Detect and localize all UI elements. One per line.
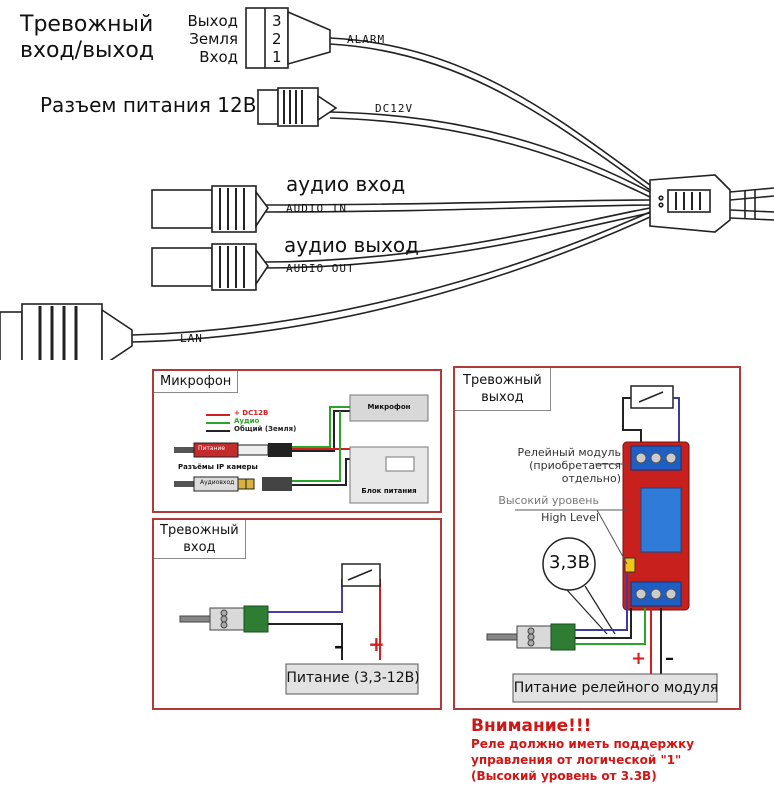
alarm-output-tab-line2: выход — [481, 390, 524, 405]
warning-line3: (Высокий уровень от 3.3В) — [471, 769, 657, 783]
legend-ground: Общий (Земля) — [234, 425, 297, 433]
alarm-terminal-block — [245, 7, 331, 69]
relay-power-minus: – — [665, 648, 674, 669]
warning-line1: Реле должно иметь поддержку — [471, 737, 695, 751]
alarm-output-wiring — [486, 385, 718, 703]
plug-audio-label: Аудиовход — [200, 479, 235, 486]
alarm-input-panel: Тревожный вход – + Питание (3,3-12В) — [152, 518, 442, 710]
cable-label-audio-in: AUDIO IN — [286, 202, 347, 215]
pin-number-3: 3 — [272, 12, 282, 30]
relay-note-line3: отдельно) — [561, 472, 621, 485]
microphone-box-label: Микрофон — [367, 403, 411, 411]
alarm-output-tab-line1: Тревожный — [463, 373, 542, 388]
legend-power: + DC12B — [234, 409, 269, 417]
mic-legend: + DC12B Аудио Общий (Земля) — [234, 409, 296, 433]
camera-main-connector — [649, 174, 774, 233]
dc-power-connector — [257, 87, 338, 127]
relay-power-plus: + — [631, 648, 647, 669]
voltage-label: 3,3В — [549, 552, 590, 573]
warning-block: Внимание!!! Реле должно иметь поддержку … — [471, 716, 694, 784]
pin-labels: Выход Земля Вход — [184, 12, 238, 66]
cable-label-lan: LAN — [180, 332, 203, 345]
pin-number-2: 2 — [272, 30, 282, 48]
lan-connector — [0, 303, 133, 360]
pin-label-ground: Земля — [189, 30, 238, 48]
relay-power-box: Питание релейного модуля — [513, 680, 719, 696]
high-level-en: High Level — [541, 511, 599, 524]
alarm-input-tab-line2: вход — [183, 540, 216, 555]
warning-line2: управления от логической "1" — [471, 753, 682, 767]
relay-note-line1: Релейный модуль — [517, 446, 621, 459]
alarm-input-minus: – — [334, 634, 344, 658]
legend-audio: Аудио — [234, 417, 260, 425]
psu-box-label: Блок питания — [361, 487, 417, 495]
alarm-input-wiring — [179, 563, 419, 695]
microphone-panel: Микрофон + DC12B Аудио Общий (Земля) Пит… — [152, 369, 442, 513]
cable-label-audio-out: AUDIO OUT — [286, 262, 355, 275]
cable-label-dc12v: DC12V — [375, 102, 414, 115]
cable-diagram — [0, 7, 774, 360]
alarm-title-line1: Тревожный — [20, 12, 154, 37]
high-level-ru: Высокий уровень — [498, 494, 599, 507]
pin-label-in: Вход — [199, 48, 238, 66]
plug-power-label: Питание — [198, 445, 226, 452]
microphone-panel-tab: Микрофон — [154, 371, 239, 393]
alarm-title-line2: вход/выход — [20, 38, 155, 63]
cable-label-alarm: ALARM — [347, 33, 386, 46]
audio-in-connector — [151, 185, 269, 233]
audio-out-label: аудио выход — [284, 233, 419, 257]
pin-label-out: Выход — [187, 12, 238, 30]
camera-connectors-caption: Разъёмы IP камеры — [178, 463, 258, 471]
alarm-input-plus: + — [368, 632, 385, 656]
alarm-io-title: Тревожный вход/выход — [20, 12, 154, 64]
relay-note-line2: (приобретается — [529, 459, 621, 472]
alarm-output-panel-tab: Тревожный выход — [455, 368, 551, 411]
alarm-output-panel: Тревожный выход — [453, 366, 741, 710]
alarm-input-power-box: Питание (3,3-12В) — [286, 670, 420, 686]
audio-out-connector — [151, 243, 269, 291]
pin-number-1: 1 — [272, 48, 282, 66]
alarm-input-tab-line1: Тревожный — [160, 523, 239, 538]
relay-module-note: Релейный модуль (приобретается отдельно) — [515, 446, 621, 485]
microphone-wiring — [174, 394, 429, 504]
pin-numbers: 3 2 1 — [272, 12, 282, 66]
audio-in-label: аудио вход — [286, 172, 406, 196]
warning-title: Внимание!!! — [471, 716, 592, 736]
alarm-input-panel-tab: Тревожный вход — [154, 520, 246, 559]
power-connector-label: Разъем питания 12В — [40, 93, 257, 117]
